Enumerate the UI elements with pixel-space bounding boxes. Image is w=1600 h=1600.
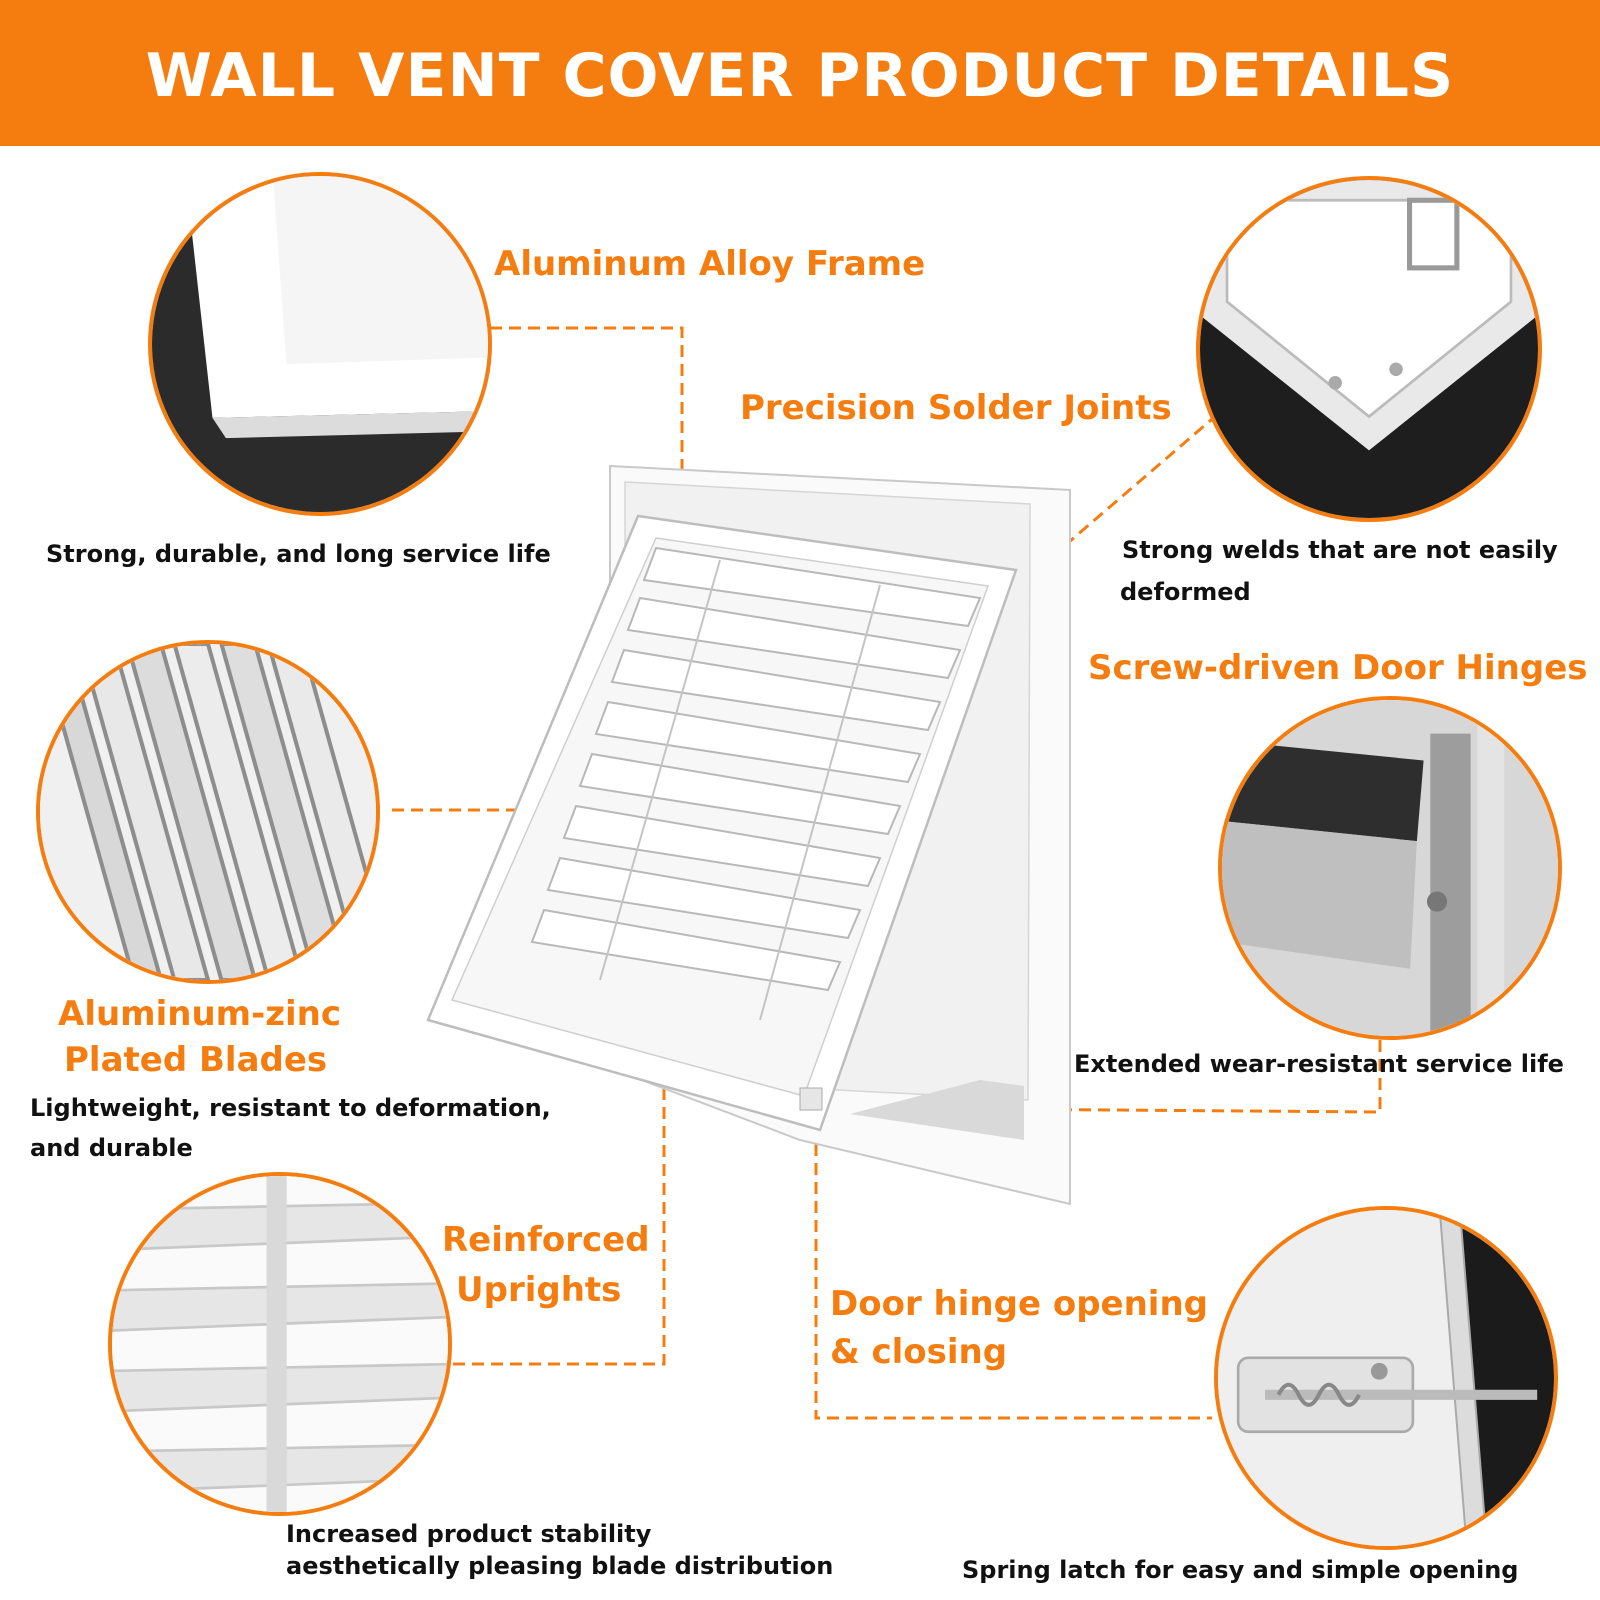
hinge-detail-image <box>1218 696 1562 1040</box>
header-banner: WALL VENT COVER PRODUCT DETAILS <box>0 0 1600 146</box>
hinges-title: Screw-driven Door Hinges <box>1088 648 1588 688</box>
frame-corner-icon <box>152 176 488 512</box>
uprights-detail-image <box>108 1172 452 1516</box>
spring-latch-detail-image <box>1214 1206 1558 1550</box>
page-title: WALL VENT COVER PRODUCT DETAILS <box>145 41 1455 111</box>
spring-latch-icon <box>1218 1210 1554 1546</box>
solder-description-line1: Strong welds that are not easily <box>1122 536 1558 564</box>
welded-corner-icon <box>1200 180 1538 518</box>
frame-detail-image <box>148 172 492 516</box>
uprights-description-line1: Increased product stability <box>286 1520 652 1548</box>
hinge-icon <box>1222 700 1558 1036</box>
blades-title-line1: Aluminum-zinc <box>58 994 342 1034</box>
uprights-title-line2: Uprights <box>456 1270 622 1310</box>
blades-title-line2: Plated Blades <box>64 1040 328 1080</box>
louver-blades-icon <box>40 644 376 980</box>
frame-title: Aluminum Alloy Frame <box>494 244 926 284</box>
wall-vent-product-image <box>420 460 1100 1220</box>
uprights-icon <box>112 1176 448 1512</box>
opening-title-line1: Door hinge opening <box>830 1284 1209 1324</box>
solder-title: Precision Solder Joints <box>740 388 1172 428</box>
opening-title-line2: & closing <box>830 1332 1008 1372</box>
uprights-description-line2: aesthetically pleasing blade distributio… <box>286 1552 834 1580</box>
blades-detail-image <box>36 640 380 984</box>
solder-description-line2: deformed <box>1120 578 1251 606</box>
opening-description: Spring latch for easy and simple opening <box>962 1556 1519 1584</box>
blades-description-line2: and durable <box>30 1134 193 1162</box>
uprights-title-line1: Reinforced <box>442 1220 650 1260</box>
hinges-description: Extended wear-resistant service life <box>1074 1050 1564 1078</box>
frame-description: Strong, durable, and long service life <box>46 540 551 568</box>
solder-joint-detail-image <box>1196 176 1542 522</box>
blades-description-line1: Lightweight, resistant to deformation, <box>30 1094 551 1122</box>
wall-vent-illustration <box>426 464 1071 1206</box>
